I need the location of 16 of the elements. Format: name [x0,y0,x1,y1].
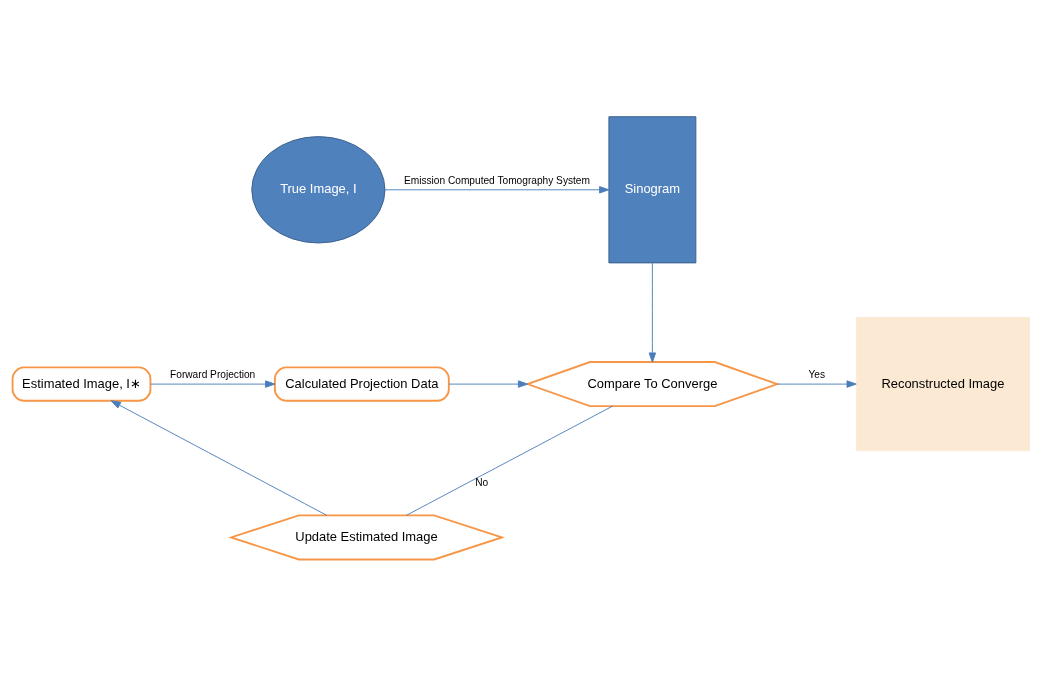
edge-label: Yes [808,368,826,380]
arrow [110,399,328,516]
node-box: Estimated Image, I∗ [11,366,152,402]
arrow [448,379,529,388]
arrow [648,261,657,363]
node-box: Calculated Projection Data [273,366,450,402]
edge-label: No [475,476,489,488]
arrow [384,185,610,193]
arrow [150,379,276,388]
edge-label: Emission Computed Tomography System [403,174,590,186]
edge-label: Forward Projection [170,368,256,380]
node-box: Sinogram [608,115,697,263]
node-box: Reconstructed Image [855,316,1030,451]
node-ellipse: True Image, I [251,135,386,243]
arrow [776,379,857,388]
connector [405,405,614,516]
